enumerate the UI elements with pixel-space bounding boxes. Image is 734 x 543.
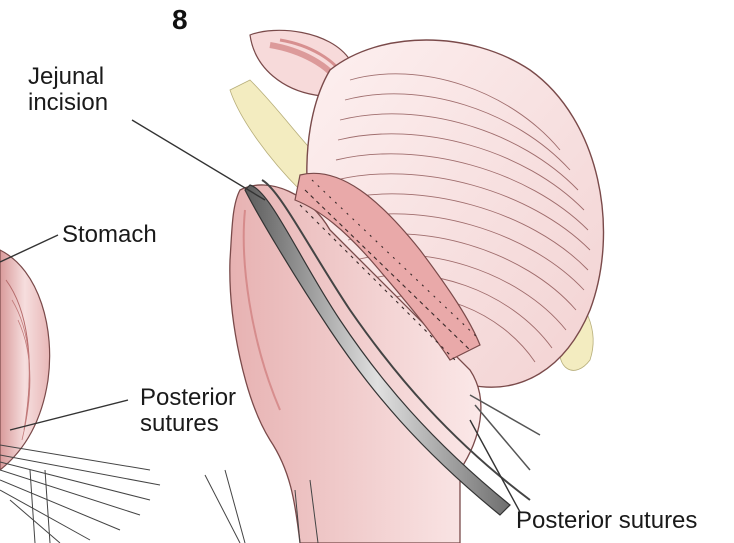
label-posterior-sutures-bottom: Posterior sutures (516, 508, 697, 534)
figure-number: 8 (172, 4, 188, 36)
label-jejunal-incision-line1: Jejunal (28, 64, 108, 90)
leader-jejunal-incision (132, 120, 265, 200)
label-posterior-sutures-left-line2: sutures (140, 411, 236, 437)
suture-threads-left (0, 445, 160, 543)
label-posterior-sutures-left: Posterior sutures (140, 385, 236, 437)
label-stomach: Stomach (62, 222, 157, 248)
label-jejunal-incision-line2: incision (28, 90, 108, 116)
stomach-shape (0, 250, 50, 470)
leader-stomach (0, 235, 58, 262)
label-jejunal-incision: Jejunal incision (28, 64, 108, 116)
label-posterior-sutures-left-line1: Posterior (140, 385, 236, 411)
